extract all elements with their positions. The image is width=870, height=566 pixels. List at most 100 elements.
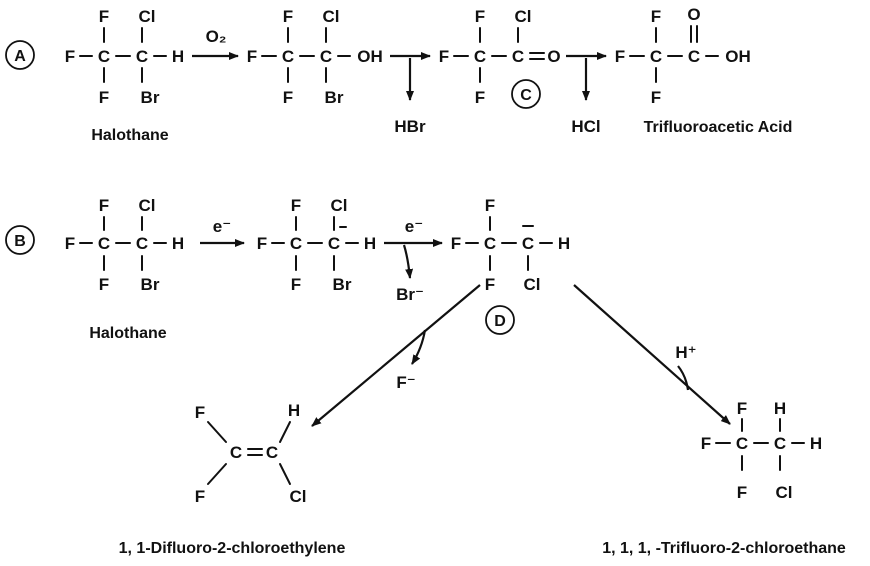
atom-f: F: [737, 483, 747, 502]
atom-f: F: [485, 196, 495, 215]
atom-f: F: [195, 487, 205, 506]
reagent-o2: O₂: [206, 27, 227, 46]
trifluorochloroethane-structure: F C C H F F H Cl: [701, 399, 822, 502]
atom-cl: Cl: [331, 196, 348, 215]
byproduct-br-minus: Br⁻: [396, 285, 424, 304]
pathway-a: A F C C H F F Cl Br Halothane O₂ F C: [5, 5, 793, 144]
atom-br: Br: [141, 88, 160, 107]
reagent-h-plus: H⁺: [675, 343, 696, 362]
atom-br: Br: [141, 275, 160, 294]
atom-f: F: [701, 434, 711, 453]
atom-cl: Cl: [524, 275, 541, 294]
atom-f: F: [651, 7, 661, 26]
byproduct-hbr: HBr: [394, 117, 426, 136]
intermediate-c-structure: F C C O F F Cl: [439, 7, 561, 107]
atom-f: F: [451, 234, 461, 253]
atom-h: H: [172, 47, 184, 66]
atom-c: C: [282, 47, 294, 66]
atom-f: F: [99, 196, 109, 215]
halothane-label-b: Halothane: [89, 325, 166, 342]
atom-c: C: [98, 234, 110, 253]
arrow-branch-left: [311, 284, 481, 427]
atom-c: C: [266, 443, 278, 462]
atom-c: C: [290, 234, 302, 253]
atom-c: C: [484, 234, 496, 253]
atom-cl: Cl: [139, 7, 156, 26]
atom-cl: Cl: [323, 7, 340, 26]
halothane-label-a: Halothane: [91, 127, 168, 144]
marker-a-circle: [5, 40, 35, 70]
marker-c: C: [520, 87, 532, 104]
atom-c: C: [736, 434, 748, 453]
atom-f: F: [257, 234, 267, 253]
reagent-e1: e⁻: [213, 217, 231, 236]
atom-f: F: [439, 47, 449, 66]
atom-c: C: [230, 443, 242, 462]
atom-c: C: [320, 47, 332, 66]
marker-b-circle: [5, 225, 35, 255]
pathway-b: B F C C H F F Cl Br Halothane e⁻ F C: [5, 196, 846, 557]
atom-f: F: [283, 88, 293, 107]
trifluorochloroethane-label: 1, 1, 1, -Trifluoro-2-chloroethane: [602, 540, 846, 557]
atom-c: C: [774, 434, 786, 453]
atom-f: F: [247, 47, 257, 66]
atom-cl: Cl: [515, 7, 532, 26]
atom-f: F: [291, 196, 301, 215]
atom-c: C: [328, 234, 340, 253]
atom-f: F: [283, 7, 293, 26]
atom-h: H: [172, 234, 184, 253]
atom-f: F: [195, 403, 205, 422]
atom-c: C: [522, 234, 534, 253]
atom-f: F: [485, 275, 495, 294]
halothane-b-structure: F C C H F F Cl Br: [65, 196, 184, 294]
atom-c: C: [136, 234, 148, 253]
atom-c: C: [650, 47, 662, 66]
marker-d-circle: [485, 305, 515, 335]
trifluoroacetic-acid-structure: F C C OH F F O: [615, 5, 751, 107]
arrow-branch-right: [573, 284, 731, 425]
atom-oh: OH: [725, 47, 751, 66]
atom-f: F: [99, 275, 109, 294]
arrow-br-minus: [402, 244, 414, 279]
difluorochloroethylene-structure: F C C F H Cl: [195, 401, 307, 506]
atom-f: F: [65, 234, 75, 253]
atom-f: F: [99, 7, 109, 26]
atom-c: C: [474, 47, 486, 66]
marker-b: B: [14, 233, 26, 250]
byproduct-hcl: HCl: [571, 117, 600, 136]
atom-f: F: [475, 88, 485, 107]
atom-c: C: [98, 47, 110, 66]
intermediate-a1-structure: F C C OH F F Cl Br: [247, 7, 383, 107]
reagent-e2: e⁻: [405, 217, 423, 236]
atom-f: F: [615, 47, 625, 66]
atom-f: F: [291, 275, 301, 294]
atom-h: H: [810, 434, 822, 453]
atom-cl: Cl: [776, 483, 793, 502]
atom-f: F: [99, 88, 109, 107]
arrow-h-plus: [677, 365, 690, 391]
atom-br: Br: [325, 88, 344, 107]
marker-c-circle: [511, 79, 541, 109]
atom-br: Br: [333, 275, 352, 294]
atom-f: F: [65, 47, 75, 66]
halothane-a-structure: F C C H F F Cl Br: [65, 7, 184, 107]
atom-h: H: [288, 401, 300, 420]
intermediate-b1-structure: F C C H F F Cl Br: [257, 196, 376, 294]
atom-f: F: [475, 7, 485, 26]
atom-f: F: [737, 399, 747, 418]
marker-d: D: [494, 313, 506, 330]
atom-cl: Cl: [290, 487, 307, 506]
atom-h: H: [558, 234, 570, 253]
intermediate-d-structure: F C C H F F Cl: [451, 196, 570, 294]
atom-oh: OH: [357, 47, 383, 66]
arrow-f-minus: [411, 329, 427, 365]
atom-h: H: [774, 399, 786, 418]
atom-h: H: [364, 234, 376, 253]
atom-o: O: [547, 47, 560, 66]
atom-o: O: [687, 5, 700, 24]
trifluoroacetic-acid-label: Trifluoroacetic Acid: [644, 119, 793, 136]
marker-a: A: [14, 48, 26, 65]
atom-cl: Cl: [139, 196, 156, 215]
